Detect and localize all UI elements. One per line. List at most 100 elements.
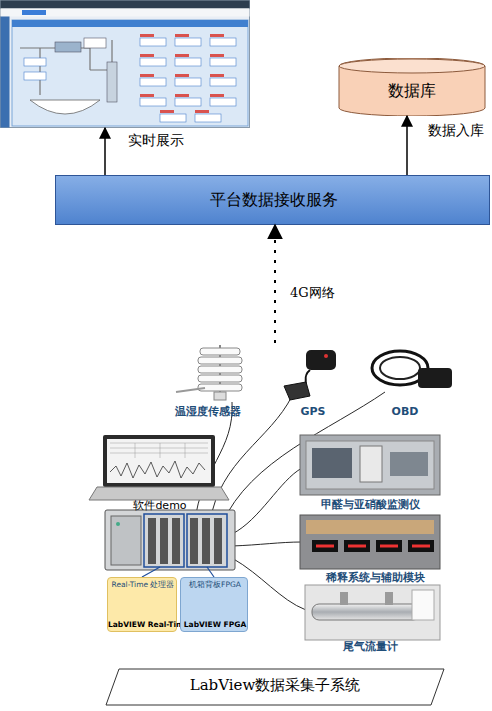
process-unit — [84, 38, 106, 48]
value-box — [175, 94, 201, 106]
menu-bar — [1, 9, 250, 17]
status-led — [116, 522, 120, 526]
edge-label: 4G网络 — [290, 286, 335, 301]
gps-led — [324, 354, 328, 358]
shield-disc — [198, 375, 242, 382]
laptop-image — [89, 435, 229, 500]
node-text: 温湿度传感器 — [158, 406, 258, 419]
value-box — [210, 74, 236, 86]
node-text: 尾气流量计 — [298, 641, 443, 654]
node-text: 软件demo — [95, 500, 225, 513]
main-panel — [12, 20, 248, 126]
digit-glow — [316, 545, 430, 548]
device-case — [300, 435, 440, 495]
obd-cable — [380, 357, 420, 379]
node-text: 甲醛与亚硝酸监测仪 — [293, 499, 448, 512]
circuit-board — [312, 448, 352, 478]
value-box — [175, 34, 201, 46]
laptop-base — [89, 487, 229, 500]
menu-button — [22, 10, 46, 15]
cylinder-top — [339, 59, 485, 73]
connector-arrow — [406, 116, 408, 175]
gps-item: GPS — [268, 343, 358, 421]
device-part — [360, 446, 382, 482]
node-text: 平台数据接收服务 — [56, 191, 491, 209]
screenshot-panel: 实时展示 — [0, 0, 250, 128]
dilution-item: 稀释系统与辅助模块 — [298, 515, 443, 585]
connector-arrow — [274, 225, 276, 343]
wiring-area — [306, 520, 434, 534]
paper-sheet — [412, 590, 434, 620]
database-cylinder: 数据库 — [338, 58, 486, 116]
leader-line — [207, 567, 214, 577]
laptop-screen — [107, 439, 211, 483]
shield-disc — [200, 348, 240, 355]
laptop-lid — [103, 435, 215, 487]
device-inner — [306, 441, 434, 489]
title-bar — [1, 1, 250, 9]
value-box — [160, 110, 186, 122]
photo-background — [305, 585, 440, 640]
leader-line — [142, 567, 160, 577]
db9-connector — [284, 382, 310, 400]
io-module — [202, 518, 210, 564]
screenshot-illustration — [1, 1, 250, 128]
monitor-device-image — [300, 435, 440, 495]
value-box — [24, 58, 46, 66]
node-text: 稀释系统与辅助模块 — [293, 572, 458, 585]
io-module — [160, 518, 168, 564]
screen-table — [110, 443, 208, 458]
gps-image — [284, 350, 336, 400]
screen-waveform — [110, 461, 205, 478]
value-box — [140, 94, 166, 106]
obd-connector — [418, 368, 452, 388]
node-text: 数据库 — [338, 82, 486, 100]
device-case — [300, 515, 440, 569]
obd-image — [372, 351, 452, 388]
parallelogram-shape — [106, 669, 444, 705]
temperature-sensor-image — [176, 345, 242, 400]
tube-fitting — [340, 592, 348, 605]
gps-puck — [306, 350, 336, 370]
cylinder-body — [339, 58, 485, 116]
pipe-lines — [20, 40, 112, 100]
value-box — [210, 94, 236, 106]
screen-frame — [1, 1, 250, 128]
subsystem-parallelogram: LabView数据采集子系统 — [105, 668, 445, 706]
node-text: OBD — [355, 406, 455, 419]
process-column — [107, 62, 117, 102]
value-box — [175, 54, 201, 66]
bowl-tank — [30, 100, 100, 114]
flow-tube — [312, 604, 420, 620]
sensor-probe — [176, 388, 205, 392]
shield-disc — [198, 357, 242, 364]
side-bar — [1, 17, 10, 128]
edge-label: 数据入库 — [428, 122, 484, 138]
node-text: 机箱背板FPGA — [181, 581, 249, 590]
node-text: 实时展示 — [128, 132, 218, 148]
io-module — [190, 518, 198, 564]
node-text: GPS — [268, 406, 358, 419]
value-box — [140, 74, 166, 86]
monitor-item: 甲醛与亚硝酸监测仪 — [298, 433, 443, 513]
tab-bar — [12, 20, 248, 27]
service-band: 平台数据接收服务 — [55, 175, 490, 225]
fpga-badge: 机箱背板FPGALabVIEW FPGA — [180, 577, 248, 632]
flowmeter-image — [305, 585, 440, 640]
obd-item: OBD — [365, 343, 460, 421]
highlight-frame — [187, 514, 227, 567]
value-box — [210, 54, 236, 66]
device-part — [390, 452, 428, 476]
value-box — [140, 54, 166, 66]
flowmeter-item: 尾气流量计 — [298, 585, 443, 655]
sensor-base — [214, 392, 226, 400]
io-module — [148, 518, 156, 564]
chassis-body — [105, 510, 235, 570]
highlight-frame — [144, 514, 184, 567]
value-box — [140, 34, 166, 46]
laptop-item: 软件demo — [95, 433, 225, 513]
node-text: Real-Time 处理器 — [108, 581, 178, 590]
device-wire — [232, 468, 302, 534]
sensor-item: 温湿度传感器 — [168, 343, 248, 421]
